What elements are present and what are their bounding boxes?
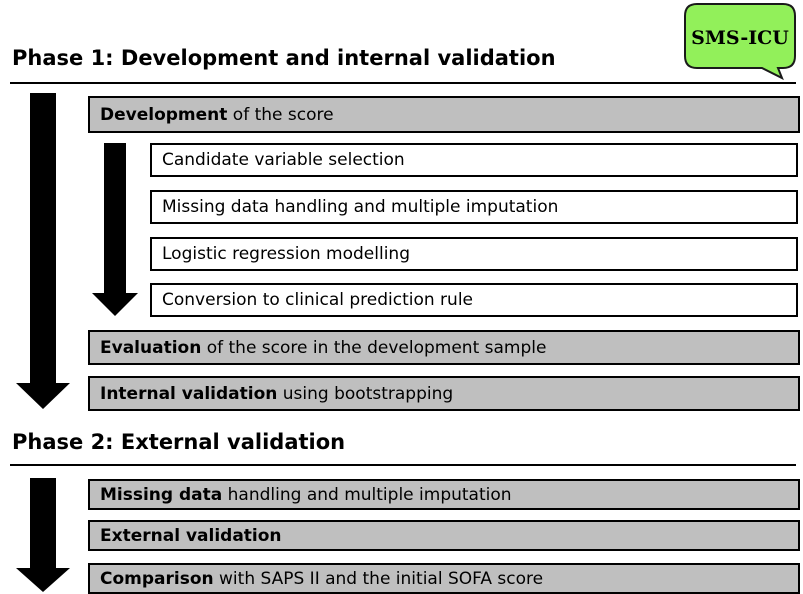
internal-validation-box: Internal validation using bootstrapping <box>88 376 800 411</box>
sms-icu-badge-bubble <box>684 3 796 81</box>
development-steps-arrow <box>92 143 138 316</box>
internal-validation-bold: Internal validation <box>100 383 278 404</box>
phase2-title: Phase 2: External validation <box>12 430 346 454</box>
step-logistic-regression: Logistic regression modelling <box>150 237 798 271</box>
external-validation-box: External validation <box>88 520 800 551</box>
step-missing-data-handling: Missing data handling and multiple imput… <box>150 190 798 224</box>
comparison-bold: Comparison <box>100 568 214 589</box>
internal-validation-rest: using bootstrapping <box>277 383 454 404</box>
phase1-divider <box>10 82 796 84</box>
development-rest: of the score <box>227 104 334 125</box>
missing-data-box: Missing data handling and multiple imput… <box>88 479 800 510</box>
phase1-flow-arrow <box>16 93 70 409</box>
comparison-rest: with SAPS II and the initial SOFA score <box>213 568 544 589</box>
phase1-title: Phase 1: Development and internal valida… <box>12 46 556 70</box>
development-box: Development of the score <box>88 96 800 133</box>
step-candidate-variable-selection: Candidate variable selection <box>150 143 798 177</box>
evaluation-box: Evaluation of the score in the developme… <box>88 330 800 365</box>
missing-data-bold: Missing data <box>100 484 223 505</box>
development-bold: Development <box>100 104 228 125</box>
missing-data-rest: handling and multiple imputation <box>222 484 512 505</box>
evaluation-bold: Evaluation <box>100 337 202 358</box>
step-conversion-rule: Conversion to clinical prediction rule <box>150 283 798 317</box>
phase2-flow-arrow <box>16 478 70 592</box>
external-validation-bold: External validation <box>100 525 282 546</box>
comparison-box: Comparison with SAPS II and the initial … <box>88 563 800 594</box>
phase2-divider <box>10 464 796 466</box>
sms-icu-badge-label: SMS-ICU <box>691 27 789 49</box>
evaluation-rest: of the score in the development sample <box>201 337 547 358</box>
